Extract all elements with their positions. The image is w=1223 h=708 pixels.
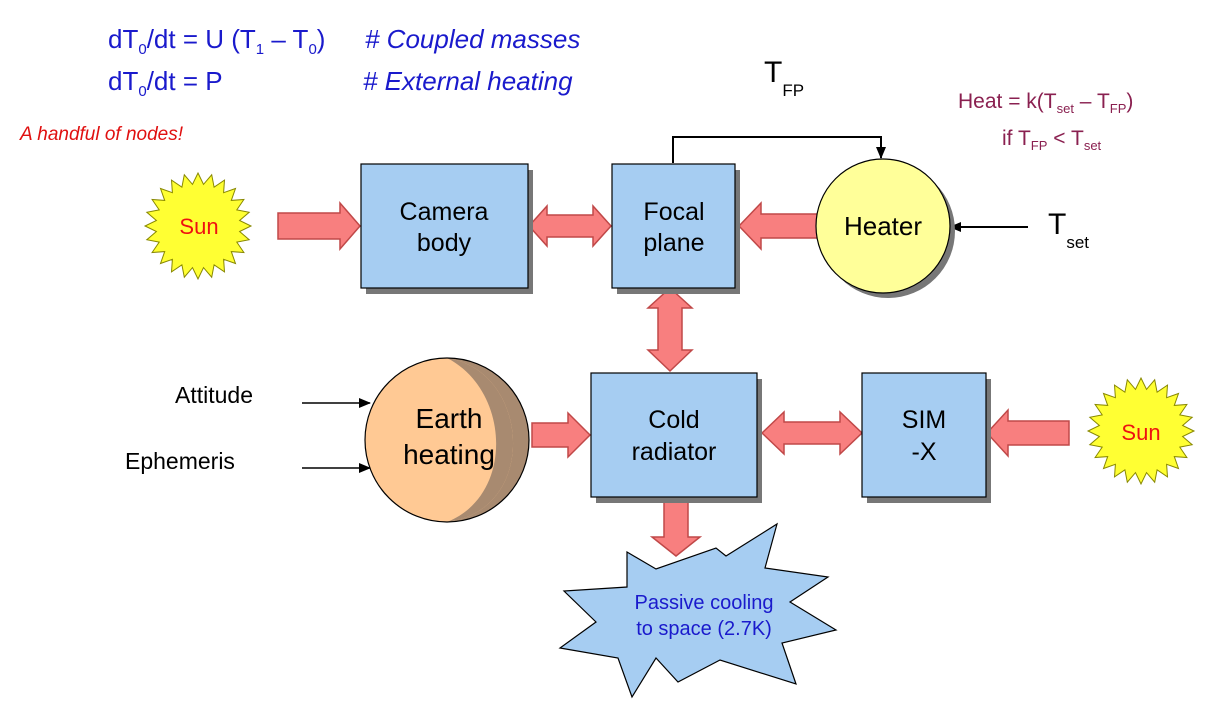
- cold-radiator-label-line1: Cold: [648, 406, 699, 434]
- focal-plane-label-line1: Focal: [643, 198, 704, 226]
- feedback-line-tfp: [672, 136, 886, 163]
- earth-label-line1: Earth: [416, 403, 483, 434]
- eq1-t0-sub: 0: [308, 41, 317, 58]
- eq2-rest: /dt = P: [146, 66, 223, 96]
- camera-body-label-line1: Camera: [400, 198, 489, 226]
- comment-external-heating: # External heating: [363, 66, 573, 96]
- earth-label-line2: heating: [403, 439, 495, 470]
- arrow-focal-cold: [646, 286, 694, 373]
- box-focal-plane: Focal plane: [611, 163, 740, 294]
- comment-coupled-masses: # Coupled masses: [365, 24, 581, 54]
- arrow-sun-to-simx: [985, 408, 1070, 458]
- arrow-camera-focal: [527, 204, 613, 248]
- tfp-main: T: [764, 56, 783, 89]
- heat-c: ): [1126, 90, 1134, 113]
- eq1-close: ): [316, 24, 326, 54]
- heat-a: Heat = k(T: [958, 90, 1057, 113]
- heat-sub2: FP: [1109, 101, 1127, 116]
- tset-label: Tset: [1048, 208, 1089, 253]
- eq1-lhs-sub: 0: [138, 41, 147, 58]
- arrow-cold-simx: [760, 410, 864, 456]
- heater-node: Heater: [815, 158, 955, 298]
- earth-heating-node: Earth heating: [364, 357, 530, 523]
- heat-b: – T: [1073, 90, 1110, 113]
- tfp-label: TFP: [764, 56, 804, 101]
- arrow-earth-to-cold: [531, 411, 592, 459]
- cond-a: if T: [1002, 127, 1031, 150]
- sun-right-label: Sun: [1121, 420, 1160, 445]
- arrow-cold-to-space: [649, 497, 703, 557]
- eq1-t1-sub: 1: [255, 41, 265, 58]
- heat-sub1: set: [1056, 101, 1074, 116]
- tfp-sub: FP: [782, 81, 805, 100]
- arrow-heater-to-focal: [737, 201, 823, 251]
- cond-sub2: set: [1083, 138, 1102, 153]
- arrow-sun-to-camera: [277, 200, 361, 252]
- eq1-minus: – T: [264, 24, 309, 54]
- sun-right-icon: [1086, 376, 1196, 486]
- eq2-lhs: dT: [108, 66, 139, 96]
- eq1-lhs: dT: [108, 24, 139, 54]
- sun-left-label: Sun: [179, 214, 218, 239]
- tset-main: T: [1048, 208, 1067, 241]
- sim-x-label-line2: -X: [912, 438, 937, 466]
- equation-coupled-masses: dT0/dt = U (T1 – T0): [108, 24, 325, 58]
- eq1-rest: /dt = U (T: [146, 24, 256, 54]
- cond-b: < T: [1047, 127, 1084, 150]
- ephemeris-label: Ephemeris: [125, 448, 235, 474]
- line-connectors: [302, 136, 1028, 473]
- cold-radiator-label-line2: radiator: [632, 438, 717, 466]
- box-cold-radiator: Cold radiator: [590, 372, 762, 503]
- box-sim-x: SIM -X: [861, 372, 991, 503]
- equation-external-heating: dT0/dt = P: [108, 66, 223, 100]
- cond-sub1: FP: [1030, 138, 1048, 153]
- eq2-lhs-sub: 0: [138, 83, 147, 100]
- box-camera-body: Camera body: [360, 163, 533, 294]
- attitude-label: Attitude: [175, 382, 253, 408]
- tset-sub: set: [1066, 233, 1090, 252]
- passive-cooling-label-line1: Passive cooling: [635, 592, 774, 614]
- block-arrows: [277, 200, 1070, 557]
- heat-formula-line1: Heat = k(Tset – TFP): [958, 90, 1133, 116]
- passive-cooling-node: Passive cooling to space (2.7K): [558, 522, 838, 699]
- heater-label: Heater: [844, 211, 922, 241]
- sun-left-icon: [143, 171, 253, 281]
- sim-x-label-line1: SIM: [902, 406, 946, 434]
- nodes-note: A handful of nodes!: [20, 124, 184, 145]
- heat-formula-line2: if TFP < Tset: [1002, 127, 1101, 153]
- camera-body-label-line2: body: [417, 229, 472, 257]
- passive-cooling-label-line2: to space (2.7K): [636, 618, 772, 640]
- focal-plane-label-line2: plane: [643, 229, 704, 257]
